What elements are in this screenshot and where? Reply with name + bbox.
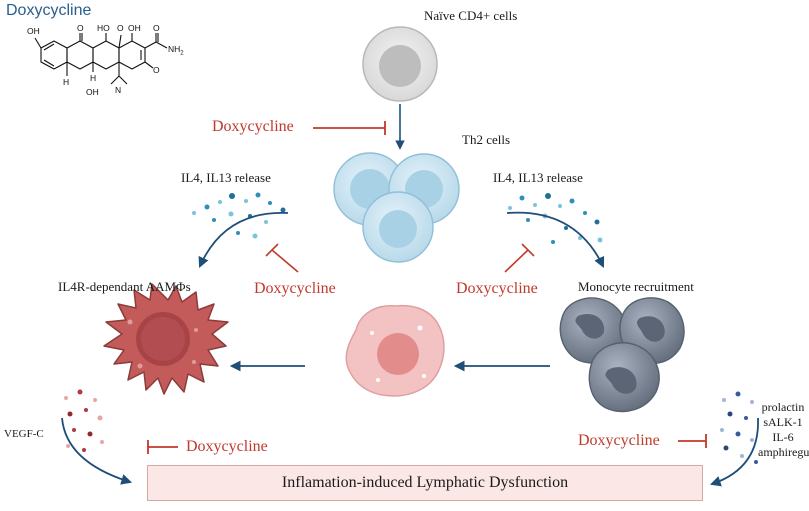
factor-item: sALK-1 <box>763 415 803 429</box>
left-cytokine-dots <box>192 192 286 239</box>
arrow-factors-to-outcome <box>709 417 759 487</box>
factor-list: prolactin sALK-1 IL-6 amphiregulin <box>758 400 809 460</box>
left-mid-inhibitor-line <box>265 243 299 273</box>
vegf-c-dots <box>64 389 104 452</box>
chem-o-4: O <box>153 65 160 75</box>
label-vegf-c: VEGF-C <box>4 428 44 440</box>
bottom-left-inhibitor-line <box>147 440 178 454</box>
label-release-right: IL4, IL13 release <box>493 170 583 185</box>
label-aam: IL4R-dependant AAMΦs <box>58 279 191 294</box>
chem-oh-left: OH <box>27 26 40 36</box>
chem-oh-right: OH <box>128 23 141 33</box>
factor-item: prolactin <box>761 400 805 414</box>
monocyte-cell-cluster <box>559 297 685 413</box>
arrow-vegf-to-outcome <box>61 417 133 485</box>
arrow-release-to-aam <box>198 212 289 268</box>
outcome-box: Inflamation-induced Lymphatic Dysfunctio… <box>147 465 703 501</box>
label-th2-cells: Th2 cells <box>462 132 511 147</box>
label-monocyte-recruitment: Monocyte recruitment <box>578 279 694 294</box>
chem-o-3: O <box>153 23 160 33</box>
right-mid-inhibitor-line <box>504 243 535 273</box>
label-inhibitor-top: Doxycycline <box>212 118 294 135</box>
outcome-label: Inflamation-induced Lymphatic Dysfunctio… <box>281 474 569 491</box>
factor-item: amphiregulin <box>758 445 809 459</box>
doxycycline-structure-icon <box>34 33 168 85</box>
label-release-left: IL4, IL13 release <box>181 170 271 185</box>
label-naive-cd4: Naïve CD4+ cells <box>424 8 518 23</box>
chem-oh-bottom: OH <box>86 87 99 97</box>
bottom-right-inhibitor-line <box>678 434 707 448</box>
aam-macrophage-cell <box>103 283 229 395</box>
label-inhibitor-bottom-right: Doxycycline <box>578 432 660 449</box>
label-inhibitor-right-mid: Doxycycline <box>456 280 538 297</box>
chem-o-2: O <box>117 23 124 33</box>
chem-o-1: O <box>77 23 84 33</box>
th2-cell-cluster <box>333 152 460 263</box>
chem-h-2: H <box>90 73 97 83</box>
chem-ho-center: HO <box>97 23 110 33</box>
differentiating-monocyte-cell <box>345 304 445 397</box>
chem-n: N <box>115 85 122 95</box>
top-inhibitor-line <box>313 121 386 135</box>
factor-dots <box>720 391 758 464</box>
label-inhibitor-bottom-left: Doxycycline <box>186 438 268 455</box>
factor-item: IL-6 <box>772 430 794 444</box>
arrow-release-to-monocyte <box>506 211 605 268</box>
drug-title: Doxycycline <box>6 2 92 19</box>
naive-cd4-cell <box>362 26 438 102</box>
label-inhibitor-left-mid: Doxycycline <box>254 280 336 297</box>
chem-nh2: NH2 <box>168 44 184 57</box>
chem-h-1: H <box>63 77 70 87</box>
